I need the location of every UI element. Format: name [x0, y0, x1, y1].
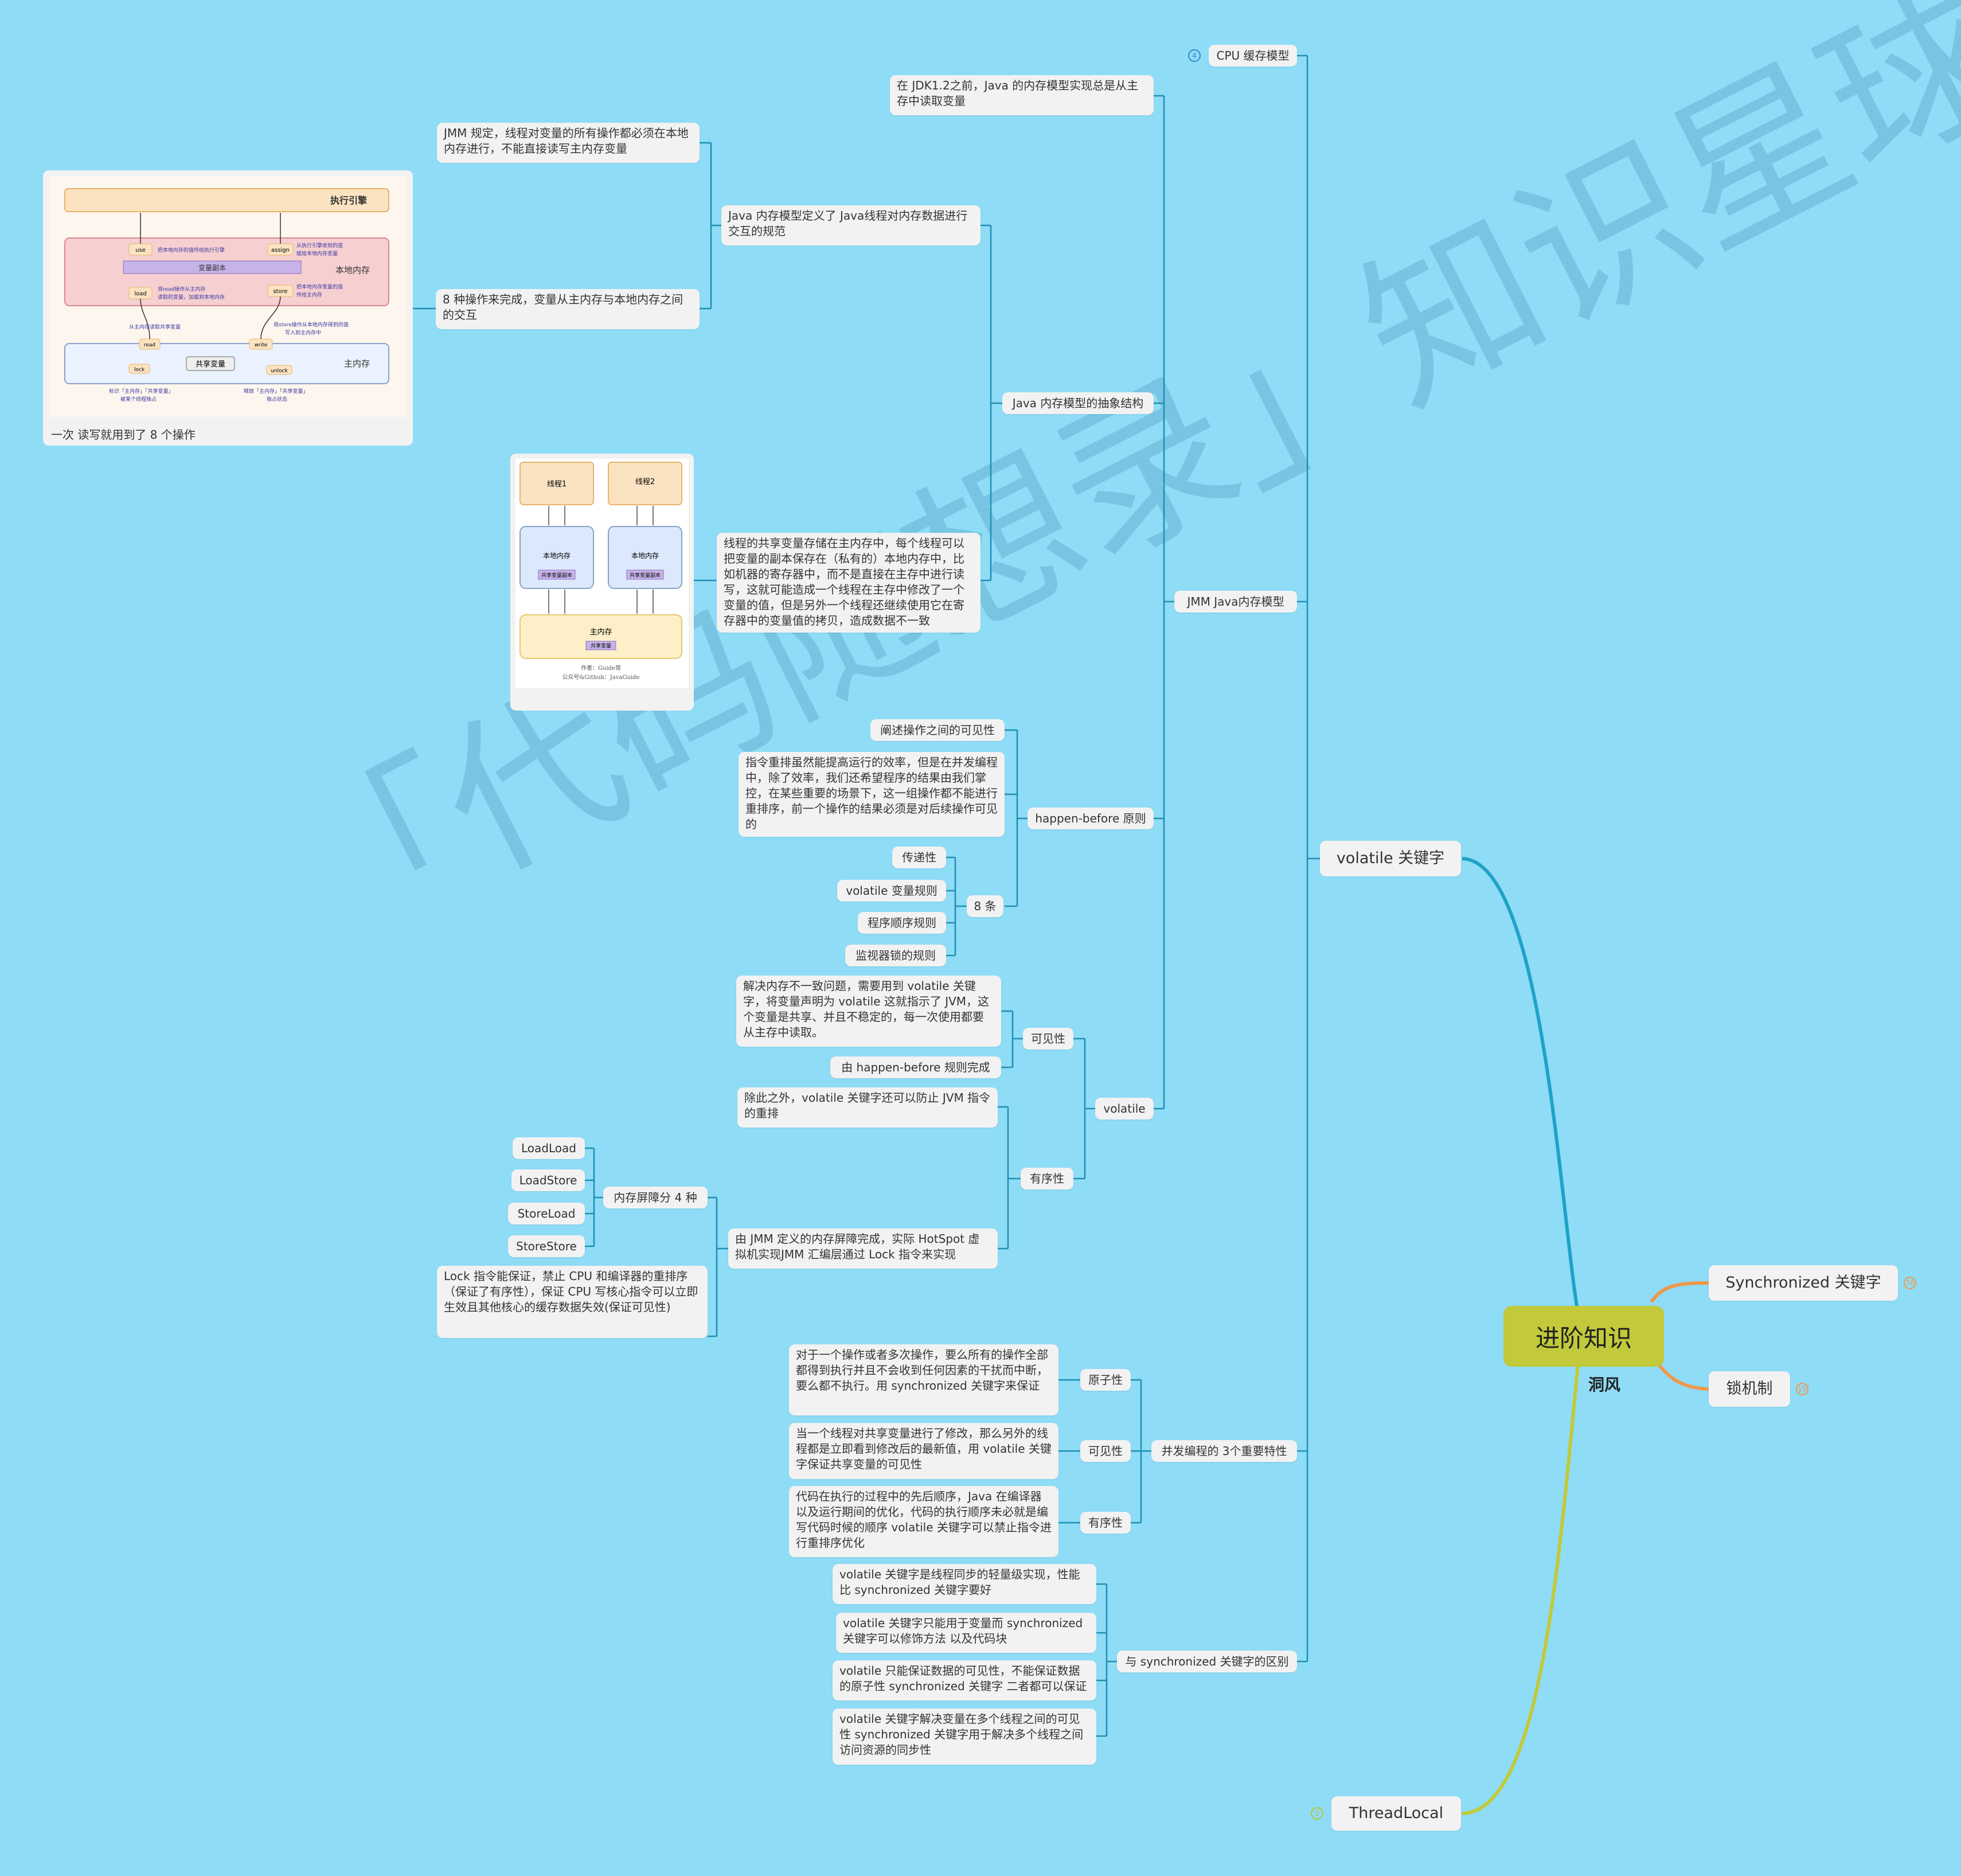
node-eight-ops[interactable]: 8 种操作来完成，变量从主内存与本地内存之间的交互 — [436, 289, 700, 329]
barrier-loadload[interactable]: LoadLoad — [513, 1137, 585, 1159]
node-visibility[interactable]: 可见性 — [1023, 1028, 1073, 1050]
label-assign-desc-2: 赋给本地内存变量 — [296, 250, 338, 257]
node-shared-var-desc[interactable]: 线程的共享变量存储在主内存中，每个线程可以把变量的副本保存在（私有的）本地内存中… — [717, 533, 981, 633]
label-copy-2: 共享变量副本 — [630, 572, 661, 579]
label-author: 作者：Guide哥 — [581, 665, 621, 672]
node-atomic-desc[interactable]: 对于一个操作或者多次操作，要么所有的操作全部都得到执行并且不会收到任何因素的干扰… — [789, 1344, 1058, 1415]
node-volatile[interactable]: volatile — [1095, 1098, 1154, 1120]
node-eight-rules[interactable]: 8 条 — [967, 895, 1003, 917]
node-ordering[interactable]: 有序性 — [1021, 1168, 1073, 1189]
label-write: write — [255, 342, 268, 348]
label-lock-desc-1: 标识「主内存」「共享变量」 — [109, 388, 174, 395]
label-local-mem-1: 本地内存 — [543, 552, 571, 560]
node-ordering-desc[interactable]: 除此之外，volatile 关键字还可以防止 JVM 指令的重排 — [737, 1087, 998, 1128]
node-diff-1[interactable]: volatile 关键字是线程同步的轻量级实现，性能比 synchronized… — [833, 1564, 1096, 1604]
label-unlock-desc-2: 独占状态 — [267, 396, 287, 403]
label-assign: assign — [271, 247, 290, 253]
node-visibility-2[interactable]: 可见性 — [1080, 1440, 1131, 1462]
diagram-eight-ops: 执行引擎 变量副本 本地内存 use assign load store 把本地… — [49, 176, 407, 417]
label-load: load — [134, 291, 146, 297]
label-account: 公众号&Github：JavaGuide — [562, 674, 640, 681]
root-node[interactable]: 进阶知识 — [1503, 1306, 1664, 1367]
node-hb-visibility[interactable]: 阐述操作之间的可见性 — [870, 719, 1005, 741]
label-write-desc-1: 将store操作从本地内存得到的值 — [274, 321, 349, 328]
node-jmm-abstract[interactable]: Java 内存模型的抽象结构 — [1002, 392, 1154, 414]
label-main-mem-2: 主内存 — [589, 627, 612, 637]
node-happen-before[interactable]: happen-before 原则 — [1028, 808, 1154, 829]
label-load-desc-2: 读取的变量，加载到本地内存 — [158, 294, 225, 301]
label-store-desc-2: 传给主内存 — [296, 291, 322, 298]
branch-line-volatile — [1462, 857, 1580, 1314]
collapsed-count-badge[interactable]: 5 — [1311, 1807, 1323, 1820]
rule-monitor-lock[interactable]: 监视器锁的规则 — [845, 945, 946, 966]
node-jdk12[interactable]: 在 JDK1.2之前，Java 的内存模型实现总是从主存中读取变量 — [890, 75, 1154, 115]
node-three-props[interactable]: 并发编程的 3个重要特性 — [1151, 1440, 1297, 1462]
label-read: read — [144, 342, 155, 348]
label-var-copy: 变量副本 — [198, 263, 226, 272]
label-shared-var: 共享变量 — [196, 360, 225, 369]
collapsed-count-badge[interactable]: 4 — [1188, 49, 1201, 62]
node-visibility-desc[interactable]: 解决内存不一致问题，需要用到 volatile 关键字，将变量声明为 volat… — [736, 976, 1001, 1047]
image-card-thread-memory[interactable]: 线程1 线程2 本地内存 共享变量副本 本地内存 共享变量副本 主内存 共享变量… — [510, 454, 694, 711]
rule-program-order[interactable]: 程序顺序规则 — [858, 912, 946, 934]
label-store: store — [273, 288, 287, 295]
label-write-desc-2: 写入到主内存中 — [285, 329, 321, 336]
label-local-mem: 本地内存 — [335, 265, 370, 275]
label-copy-1: 共享变量副本 — [541, 572, 572, 579]
author-signature: 洞风 — [1588, 1375, 1621, 1394]
label-assign-desc-1: 从执行引擎收到的值 — [296, 242, 343, 249]
label-store-desc-1: 把本地内存变量的值 — [296, 283, 343, 290]
label-thread-2: 线程2 — [635, 478, 655, 486]
branch-threadlocal[interactable]: ThreadLocal — [1331, 1796, 1461, 1831]
label-exec-engine: 执行引擎 — [330, 195, 368, 206]
barrier-storestore[interactable]: StoreStore — [508, 1235, 585, 1257]
node-hb-reorder[interactable]: 指令重排虽然能提高运行的效率，但是在并发编程中，除了效率，我们还希望程序的结果由… — [739, 752, 1005, 837]
branch-line-synchronized — [1650, 1281, 1709, 1303]
node-ordering-jmm[interactable]: 由 JMM 定义的内存屏障完成，实际 HotSpot 虚拟机实现JMM 汇编层通… — [728, 1228, 998, 1269]
rule-volatile[interactable]: volatile 变量规则 — [837, 880, 946, 902]
barrier-loadstore[interactable]: LoadStore — [511, 1169, 585, 1191]
node-vs-synchronized[interactable]: 与 synchronized 关键字的区别 — [1117, 1651, 1297, 1672]
label-thread-1: 线程1 — [547, 480, 567, 489]
label-unlock: unlock — [271, 368, 288, 374]
label-main-mem: 主内存 — [344, 358, 370, 369]
node-visibility-2-desc[interactable]: 当一个线程对共享变量进行了修改，那么另外的线程都是立即看到修改后的最新值，用 v… — [789, 1423, 1058, 1479]
label-use-desc: 把本地内存的值传给执行引擎 — [158, 247, 225, 253]
rule-transitive[interactable]: 传递性 — [892, 847, 946, 868]
node-jmm[interactable]: JMM Java内存模型 — [1174, 591, 1297, 613]
label-lock: lock — [134, 367, 145, 373]
branch-volatile[interactable]: volatile 关键字 — [1320, 841, 1461, 876]
node-lock-instruction[interactable]: Lock 指令能保证，禁止 CPU 和编译器的重排序（保证了有序性），保证 CP… — [437, 1266, 708, 1338]
collapsed-count-badge[interactable]: 70 — [1904, 1277, 1916, 1289]
node-diff-3[interactable]: volatile 只能保证数据的可见性，不能保证数据的原子性 synchroni… — [833, 1660, 1096, 1701]
barrier-storeload[interactable]: StoreLoad — [508, 1203, 585, 1224]
label-read-desc: 从主内存读取共享变量 — [129, 323, 181, 330]
node-diff-4[interactable]: volatile 关键字解决变量在多个线程之间的可见性 synchronized… — [833, 1709, 1096, 1765]
node-barrier-4[interactable]: 内存屏障分 4 种 — [603, 1187, 708, 1208]
label-shared-2: 共享变量 — [591, 642, 611, 649]
node-jmm-define[interactable]: Java 内存模型定义了 Java线程对内存数据进行交互的规范 — [721, 205, 981, 245]
diagram-thread-memory: 线程1 线程2 本地内存 共享变量副本 本地内存 共享变量副本 主内存 共享变量… — [515, 459, 689, 688]
label-load-desc-1: 将read操作从主内存 — [158, 286, 205, 292]
node-cpu-cache[interactable]: CPU 缓存模型 — [1209, 45, 1297, 67]
branch-line-threadlocal — [1462, 1364, 1580, 1815]
label-local-mem-2: 本地内存 — [631, 552, 659, 560]
node-ordering-2-desc[interactable]: 代码在执行的过程中的先后顺序，Java 在编译器以及运行期间的优化，代码的执行顺… — [789, 1486, 1058, 1557]
node-diff-2[interactable]: volatile 关键字只能用于变量而 synchronized 关键字可以修饰… — [836, 1613, 1096, 1653]
label-unlock-desc-1: 释放「主内存」「共享变量」 — [244, 388, 308, 395]
label-use: use — [135, 247, 146, 253]
collapsed-count-badge[interactable]: 15 — [1796, 1383, 1808, 1395]
image-card-eight-ops[interactable]: 执行引擎 变量副本 本地内存 use assign load store 把本地… — [43, 170, 413, 446]
node-ordering-2[interactable]: 有序性 — [1080, 1512, 1131, 1534]
node-jmm-rule[interactable]: JMM 规定，线程对变量的所有操作都必须在本地内存进行，不能直接读写主内存变量 — [437, 123, 700, 163]
branch-lock[interactable]: 锁机制 — [1709, 1371, 1790, 1407]
label-lock-desc-2: 被某个线程独占 — [120, 396, 157, 403]
branch-synchronized[interactable]: Synchronized 关键字 — [1709, 1265, 1898, 1301]
node-visibility-hb[interactable]: 由 happen-before 规则完成 — [830, 1056, 1001, 1078]
image-caption: 一次 读写就用到了 8 个操作 — [51, 428, 196, 442]
node-atomic[interactable]: 原子性 — [1080, 1369, 1131, 1391]
